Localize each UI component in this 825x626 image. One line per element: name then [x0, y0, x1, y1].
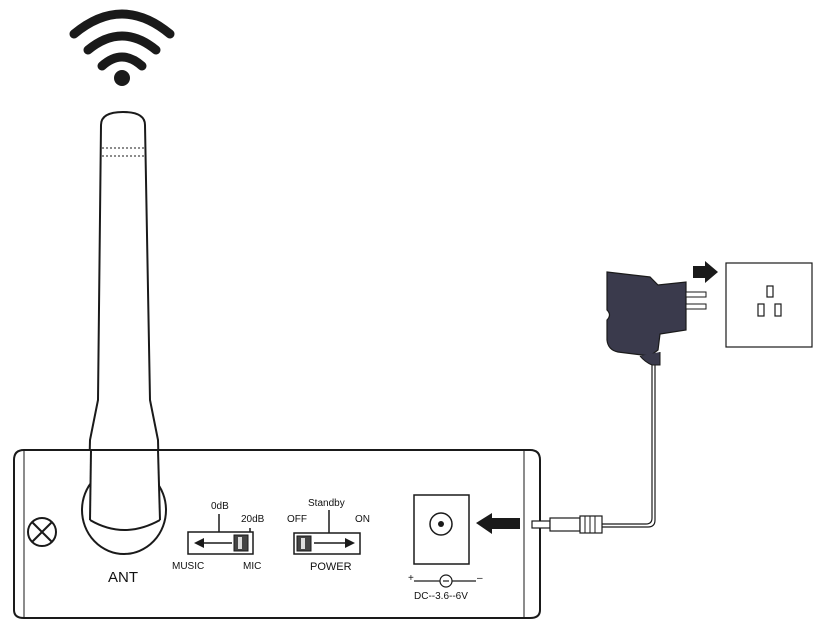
standby-label: Standby [308, 498, 345, 509]
antenna-label: ANT [108, 569, 138, 586]
mic-label: MIC [243, 561, 262, 572]
power-cable [602, 365, 656, 528]
dc-plug [531, 515, 603, 534]
arrow-left-icon [476, 513, 520, 534]
wifi-icon [69, 9, 175, 86]
power-switch[interactable] [293, 510, 361, 555]
on-label: ON [355, 514, 370, 525]
arrow-right-icon [693, 261, 718, 283]
gain-switch[interactable] [187, 514, 254, 555]
gain-20db-label: 20dB [241, 514, 265, 525]
music-label: MUSIC [172, 561, 205, 572]
off-label: OFF [287, 514, 307, 525]
power-adapter [606, 271, 707, 366]
wall-socket[interactable] [725, 262, 813, 348]
polarity-symbol [414, 574, 476, 588]
polarity-plus-label: + [408, 573, 414, 584]
power-label: POWER [310, 561, 352, 573]
screw-cross-icon [27, 517, 57, 547]
dc-power-jack[interactable] [413, 494, 470, 565]
dc-spec-label: DC--3.6--6V [414, 591, 468, 602]
gain-0db-label: 0dB [211, 501, 229, 512]
polarity-minus-label: – [477, 573, 483, 584]
